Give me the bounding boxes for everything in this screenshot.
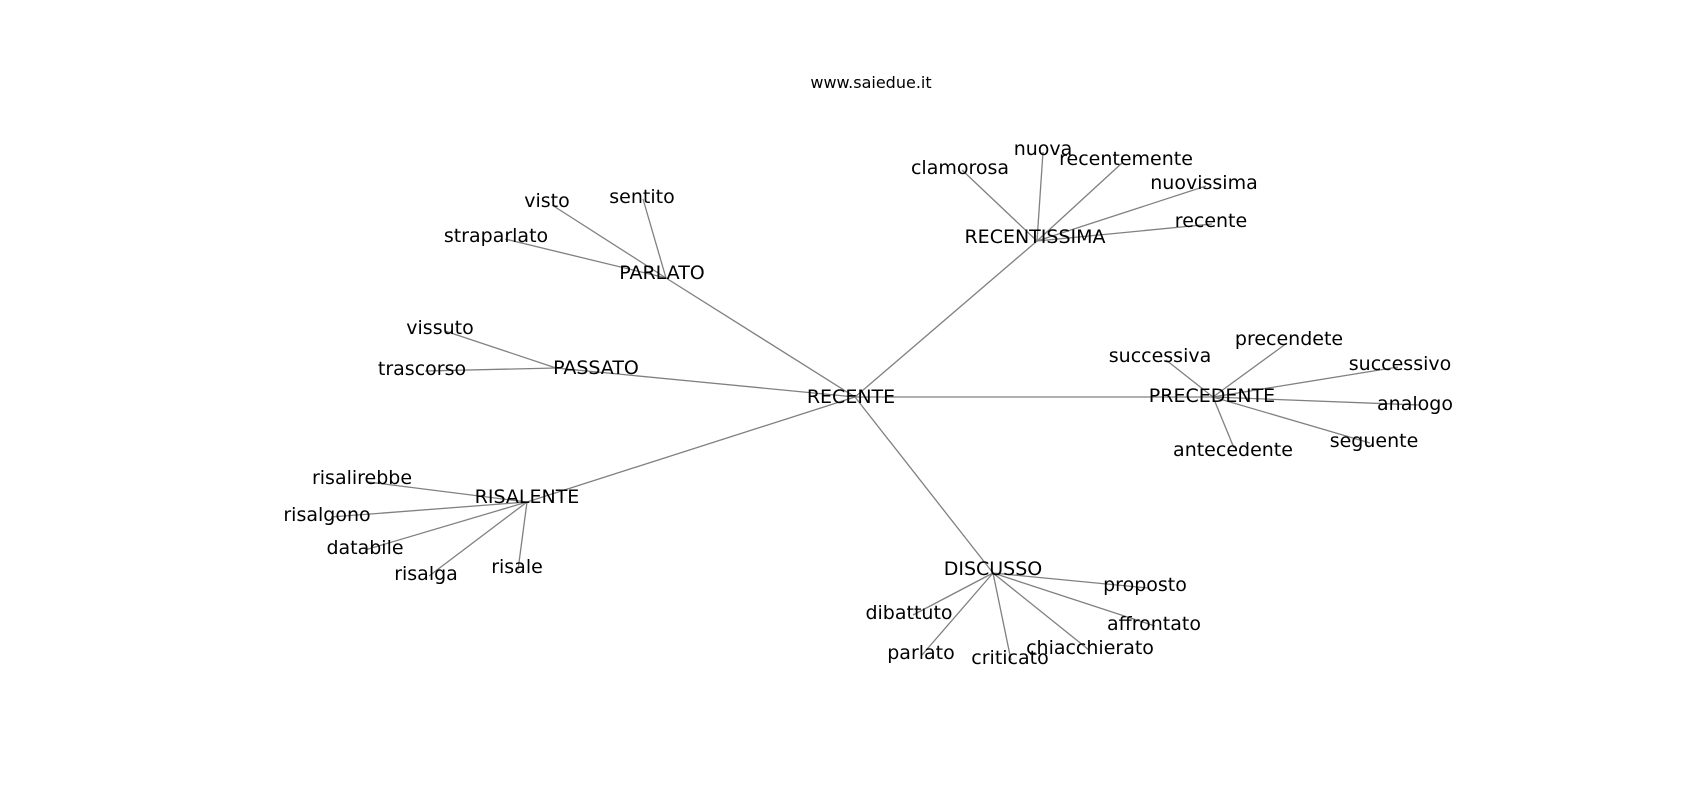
word-node: nuova bbox=[1014, 138, 1073, 160]
edge-hub-to-word bbox=[1212, 396, 1371, 444]
word-node: risalirebbe bbox=[312, 467, 412, 489]
word-node: precendete bbox=[1235, 328, 1343, 350]
word-node: chiacchierato bbox=[1026, 637, 1154, 659]
hub-node: PARLATO bbox=[619, 262, 705, 284]
edge-hub-to-word bbox=[992, 572, 1156, 627]
word-node: sentito bbox=[609, 186, 674, 208]
word-node: successivo bbox=[1349, 353, 1451, 375]
edge-center-to-hub bbox=[665, 277, 856, 398]
word-node: proposto bbox=[1103, 574, 1187, 596]
edge-hub-to-word bbox=[961, 169, 1038, 242]
edge-hub-to-word bbox=[330, 501, 528, 518]
word-node: nuovissima bbox=[1150, 172, 1257, 194]
edge-hub-to-word bbox=[1212, 366, 1399, 398]
word-node: analogo bbox=[1377, 393, 1453, 415]
hub-node: DISCUSSO bbox=[944, 558, 1043, 580]
edge-hub-to-word bbox=[364, 501, 528, 551]
word-node: dibattuto bbox=[865, 602, 952, 624]
word-node: recentemente bbox=[1059, 148, 1193, 170]
word-node: successiva bbox=[1109, 345, 1212, 367]
edge-hub-to-word bbox=[992, 572, 1149, 589]
edges bbox=[330, 151, 1420, 661]
word-node: visto bbox=[524, 190, 570, 212]
center-node: RECENTE bbox=[807, 386, 895, 408]
hub-node: RECENTISSIMA bbox=[964, 226, 1105, 248]
word-node: databile bbox=[326, 537, 403, 559]
word-node: trascorso bbox=[378, 358, 466, 380]
edge-hub-to-word bbox=[642, 198, 667, 279]
hub-node: PRECEDENTE bbox=[1149, 385, 1275, 407]
edge-hub-to-word bbox=[921, 572, 994, 656]
word-node: seguente bbox=[1330, 430, 1419, 452]
edge-hub-to-word bbox=[1212, 342, 1288, 398]
word-node: vissuto bbox=[406, 317, 473, 339]
hub-node: PASSATO bbox=[553, 357, 639, 379]
edge-center-to-hub bbox=[854, 240, 1038, 398]
edge-center-to-hub bbox=[555, 367, 856, 398]
edge-hub-to-word bbox=[424, 367, 557, 372]
edge-hub-to-word bbox=[1036, 223, 1213, 242]
edge-hub-to-word bbox=[1036, 151, 1044, 242]
word-node: affrontato bbox=[1107, 613, 1201, 635]
edge-hub-to-word bbox=[1212, 396, 1420, 406]
edge-hub-to-word bbox=[1036, 185, 1207, 242]
word-node: clamorosa bbox=[911, 157, 1009, 179]
edge-hub-to-word bbox=[428, 501, 528, 577]
edge-hub-to-word bbox=[912, 572, 994, 616]
edge-hub-to-word bbox=[551, 204, 667, 279]
edge-hub-to-word bbox=[1212, 396, 1235, 449]
edge-hub-to-word bbox=[504, 238, 667, 279]
edge-hub-to-word bbox=[992, 572, 1090, 651]
edge-hub-to-word bbox=[992, 572, 1012, 661]
site-title: www.saiedue.it bbox=[810, 73, 931, 92]
word-node: risalga bbox=[394, 563, 458, 585]
labels: RECENTERECENTISSIMAclamorosanuovarecente… bbox=[283, 138, 1453, 669]
edge-center-to-hub bbox=[526, 396, 856, 503]
word-node: parlato bbox=[887, 642, 955, 664]
edge-hub-to-word bbox=[517, 501, 528, 571]
word-node: straparlato bbox=[444, 225, 548, 247]
edge-hub-to-word bbox=[1036, 162, 1123, 242]
word-node: recente bbox=[1175, 210, 1247, 232]
word-node: risale bbox=[491, 556, 543, 578]
hub-node: RISALENTE bbox=[475, 486, 580, 508]
edge-hub-to-word bbox=[367, 481, 528, 503]
word-node: antecedente bbox=[1173, 439, 1293, 461]
edge-center-to-hub bbox=[854, 396, 994, 574]
edge-hub-to-word bbox=[1165, 359, 1214, 398]
word-node: criticato bbox=[971, 647, 1048, 669]
word-node: risalgono bbox=[283, 504, 370, 526]
edge-hub-to-word bbox=[444, 330, 557, 369]
